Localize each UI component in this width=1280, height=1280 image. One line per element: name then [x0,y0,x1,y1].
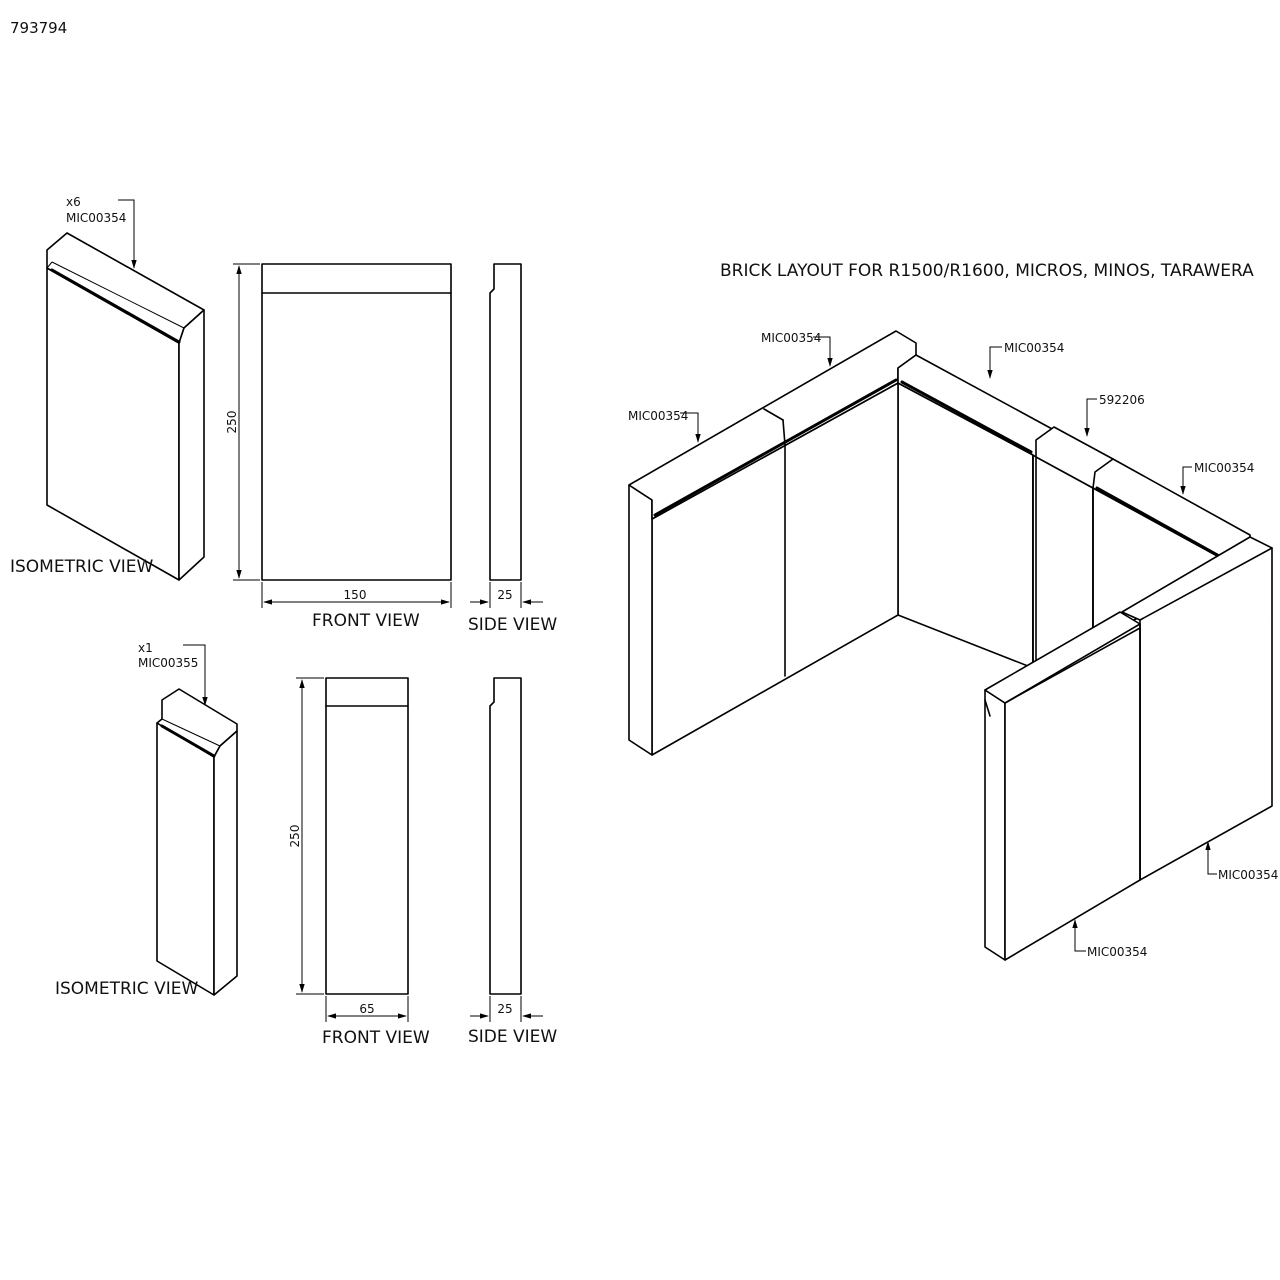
brick-b-front-view [296,677,409,1022]
callout-back-right: MIC00354 [1194,461,1254,475]
brick-a-front-view [233,263,452,608]
brick-a-callout: x6 MIC00354 [66,195,137,269]
brick-b-part: MIC00355 [138,656,198,670]
brick-a-part: MIC00354 [66,211,126,225]
callout-left-front: MIC00354 [628,409,688,423]
brick-a-quantity: x6 [66,195,81,209]
brick-a-side-label: SIDE VIEW [468,615,557,635]
brick-b-front-label: FRONT VIEW [322,1028,430,1048]
callout-front-panel: MIC00354 [1087,945,1147,959]
brick-a-isometric [46,232,205,581]
brick-b-height-dim: 250 [288,825,302,848]
layout-callout-leaders [680,336,1217,952]
brick-b-isometric-label: ISOMETRIC VIEW [55,979,198,999]
document-id: 793794 [10,19,67,37]
brick-b-side-view [470,677,543,1022]
brick-a-side-view [470,263,543,608]
brick-b-thickness-dim: 25 [497,1002,512,1016]
callout-back-left: MIC00354 [1004,341,1064,355]
callout-back-small: 592206 [1099,393,1145,407]
brick-a-width-dim: 150 [344,588,367,602]
brick-b-isometric [156,688,238,996]
brick-a-height-dim: 250 [225,411,239,434]
brick-b-callout: x1 MIC00355 [138,641,208,706]
brick-a-isometric-label: ISOMETRIC VIEW [10,557,153,577]
callout-left-back: MIC00354 [761,331,821,345]
brick-b-quantity: x1 [138,641,153,655]
brick-a-thickness-dim: 25 [497,588,512,602]
brick-a-front-label: FRONT VIEW [312,611,420,631]
callout-right-side: MIC00354 [1218,868,1278,882]
layout-title: BRICK LAYOUT FOR R1500/R1600, MICROS, MI… [720,261,1254,281]
brick-b-side-label: SIDE VIEW [468,1027,557,1047]
brick-layout-assembly [628,330,1273,961]
brick-b-width-dim: 65 [359,1002,374,1016]
